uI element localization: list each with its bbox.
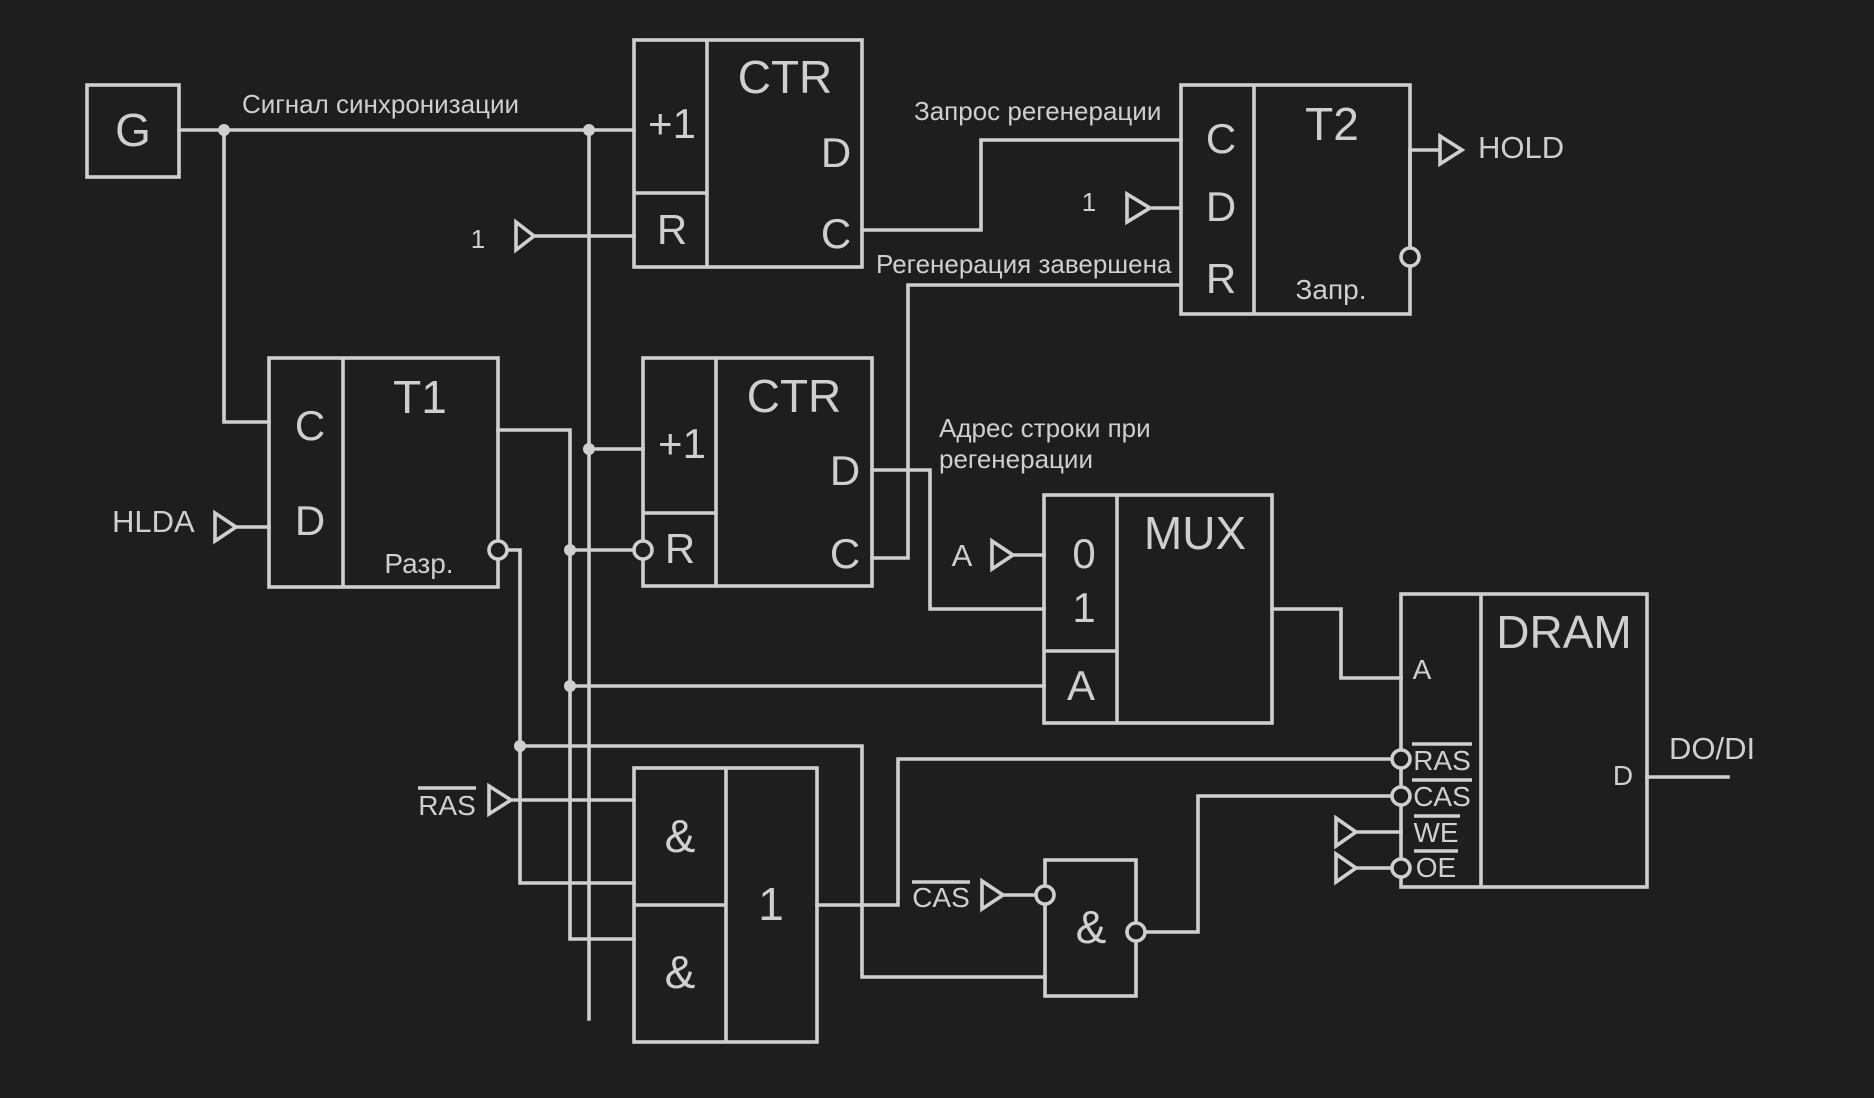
port-triangles [213, 132, 1466, 913]
t1-title: T1 [393, 371, 447, 423]
counter-top-out-c: C [821, 210, 851, 257]
regen-done-label: Регенерация завершена [876, 249, 1172, 279]
t2-in-c: C [1206, 115, 1236, 162]
const-one-label-t2: 1 [1082, 187, 1096, 217]
counter-top-reset: R [657, 206, 687, 253]
t2-title: T2 [1305, 98, 1359, 150]
dram-cas: CAS [1413, 781, 1471, 812]
mux-in-0: 0 [1072, 530, 1095, 577]
junction-dots [218, 124, 595, 752]
counter-mid-block: CTR +1 R D C [641, 356, 874, 588]
mux-in-1: 1 [1072, 584, 1095, 631]
and-gate-3: & [1076, 901, 1107, 953]
dram-oe: OE [1416, 852, 1456, 883]
dram-we: WE [1413, 817, 1458, 848]
cas-input-label: CAS [912, 882, 970, 913]
do-di-label: DO/DI [1669, 731, 1755, 766]
row-address-label-2: регенерации [939, 444, 1093, 474]
t2-in-d: D [1206, 183, 1236, 230]
t1-in-c: C [295, 402, 325, 449]
ras-input-label: RAS [418, 790, 476, 821]
counter-top-inc: +1 [648, 100, 696, 147]
dram-out-d: D [1613, 760, 1633, 791]
mux-a-input-label: A [952, 538, 973, 573]
trigger-t1-block: T1 C D Разр. [267, 356, 500, 589]
hlda-label: HLDA [112, 504, 195, 539]
wire-labels: Сигнал синхронизации Запрос регенерации … [242, 89, 1172, 474]
counter-top-out-d: D [821, 129, 851, 176]
counter-mid-out-d: D [830, 447, 860, 494]
trigger-t2-block: T2 C D R Запр. [1179, 83, 1412, 316]
dram-ras: RAS [1413, 745, 1471, 776]
mux-title: MUX [1144, 507, 1246, 559]
generator-label: G [115, 104, 151, 156]
t1-sub: Разр. [384, 548, 453, 579]
counter-top-title: CTR [738, 51, 833, 103]
t2-in-r: R [1206, 255, 1236, 302]
and-gate-2: & [665, 946, 696, 998]
regen-request-label: Запрос регенерации [914, 96, 1161, 126]
counter-mid-reset: R [665, 525, 695, 572]
row-address-label-1: Адрес строки при [939, 413, 1151, 443]
and-gate-3-block: & [1043, 858, 1138, 998]
counter-mid-title: CTR [747, 370, 842, 422]
inversion-bubbles [487, 246, 1421, 943]
dram-in-a: A [1413, 654, 1432, 685]
or-gate: 1 [758, 878, 784, 930]
signal-labels: 1 1 HOLD HLDA A RAS CAS DO/DI [112, 130, 1755, 913]
hold-label: HOLD [1478, 130, 1564, 165]
dram-block: DRAM A RAS CAS WE OE D [1399, 592, 1649, 889]
counter-mid-out-c: C [830, 530, 860, 577]
mux-sel: A [1067, 662, 1095, 709]
counter-top-block: CTR +1 R D C [632, 38, 864, 269]
counter-mid-inc: +1 [658, 420, 706, 467]
dram-title: DRAM [1496, 606, 1631, 658]
t2-sub: Запр. [1296, 274, 1367, 305]
mux-block: MUX 0 1 A [1042, 493, 1274, 725]
wires [177, 128, 1730, 1021]
and-gate-1: & [665, 810, 696, 862]
t1-in-d: D [295, 497, 325, 544]
generator-block: G [85, 83, 181, 179]
sync-signal-label: Сигнал синхронизации [242, 89, 519, 119]
and-or-gate-block: & & 1 [632, 766, 819, 1044]
const-one-label-ctr: 1 [471, 224, 485, 254]
